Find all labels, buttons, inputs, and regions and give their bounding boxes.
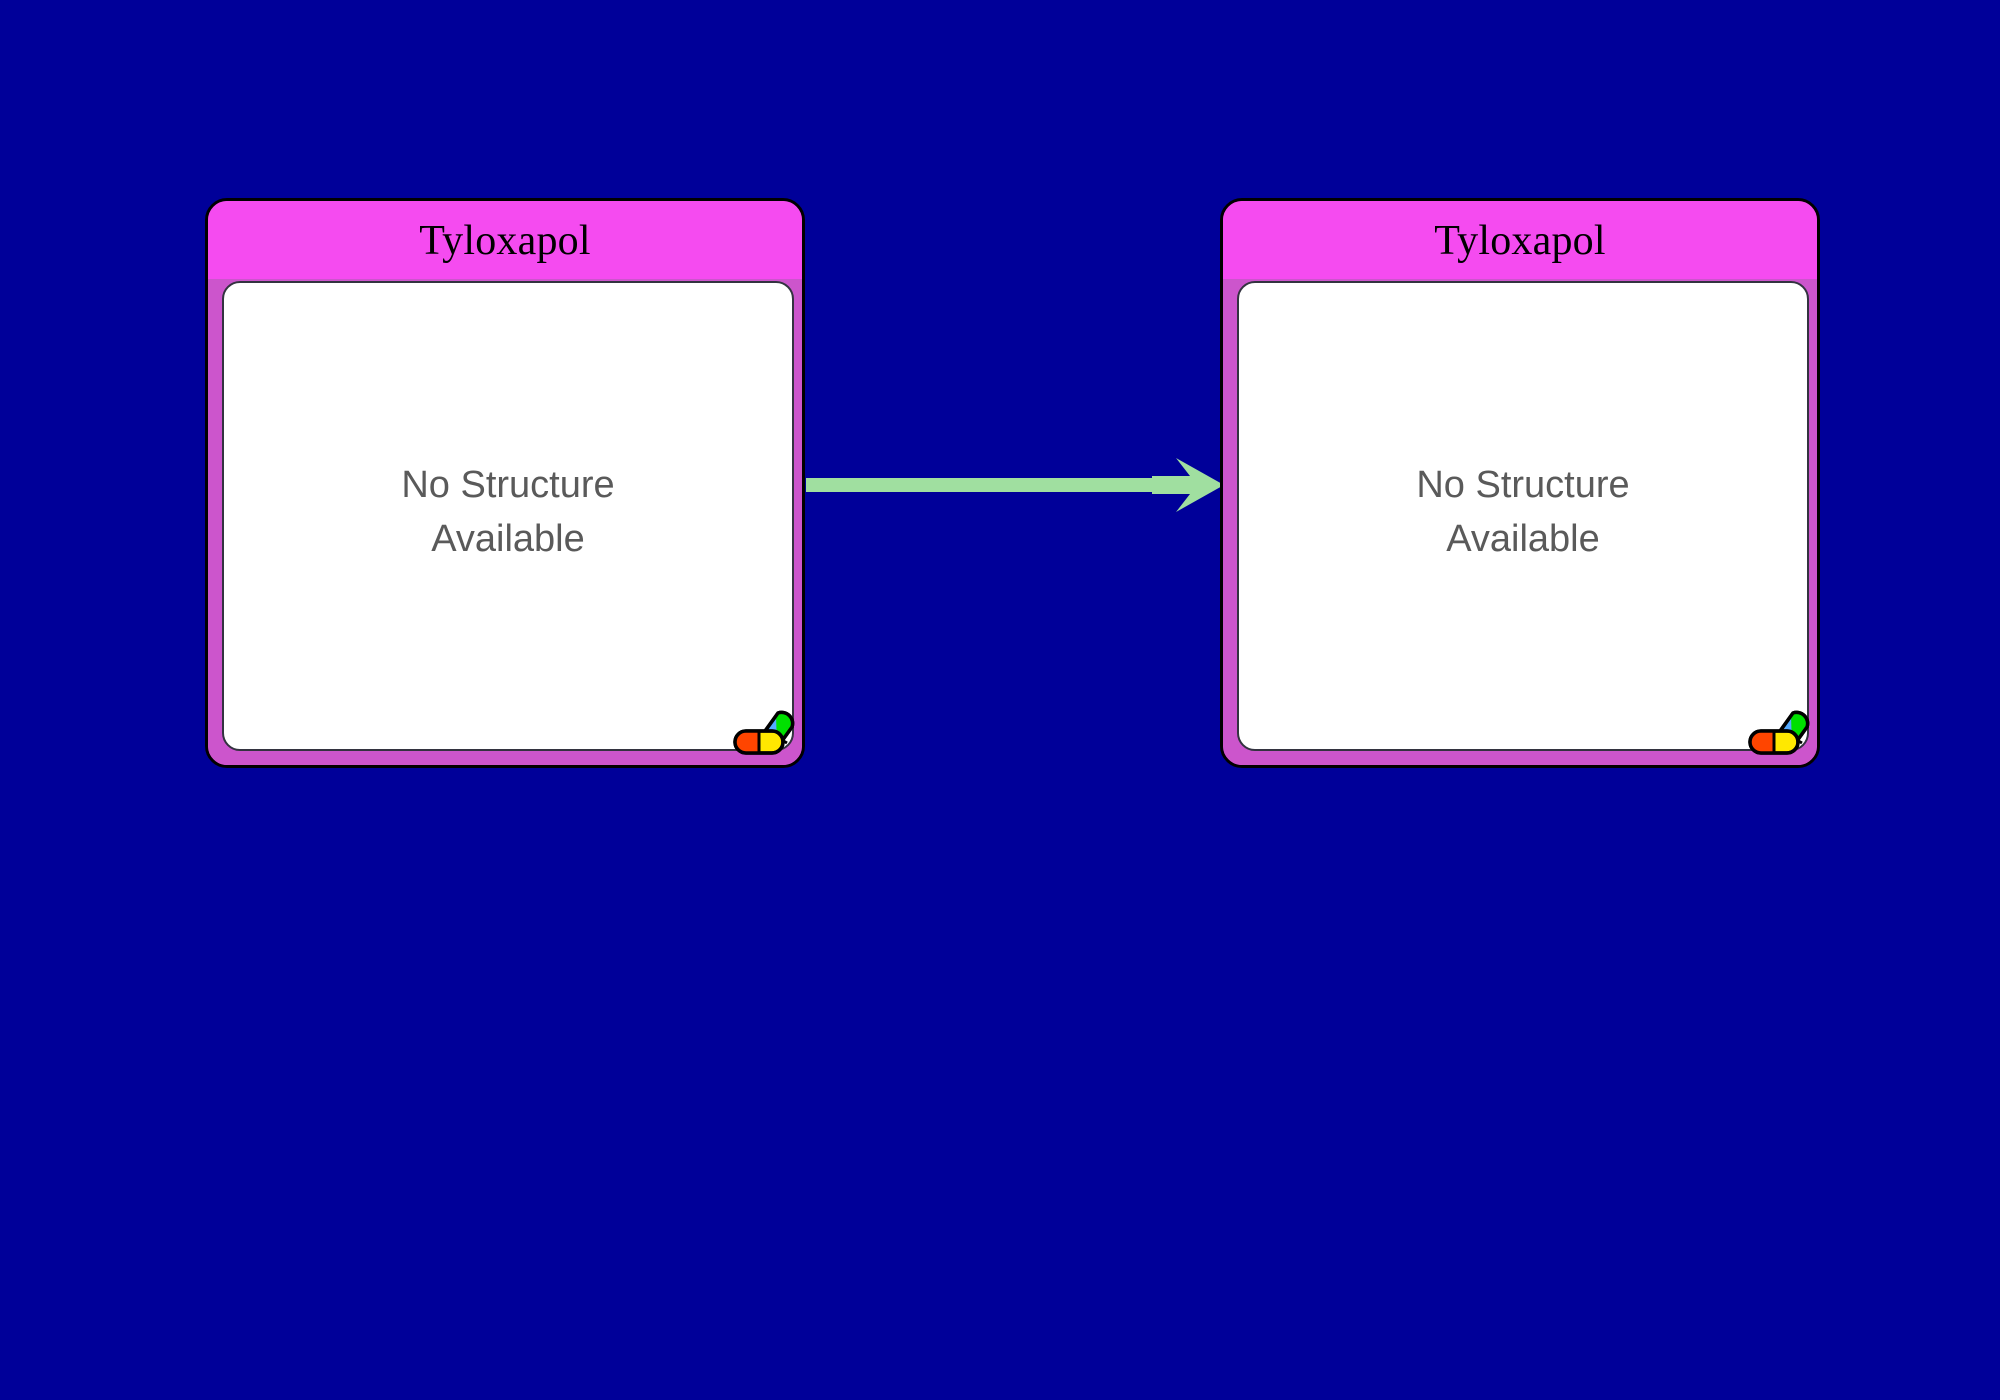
structure-placeholder-text-left: No Structure Available [401,464,615,560]
edge-arrow-left-to-right[interactable] [806,450,1226,520]
horizontal-capsule [733,729,785,755]
card-title-right: Tyloxapol [1434,218,1606,264]
arrow-shaft-and-head [806,458,1224,512]
structure-placeholder-text-right: No Structure Available [1416,464,1630,560]
card-title-left: Tyloxapol [419,218,591,264]
pill-capsules-icon-right[interactable] [1745,701,1815,757]
horizontal-capsule [1748,729,1800,755]
compound-card-left[interactable]: Tyloxapol No Structure Available [205,198,805,768]
pill-capsules-icon-left[interactable] [730,701,800,757]
compound-card-right[interactable]: Tyloxapol No Structure Available [1220,198,1820,768]
structure-panel-right: No Structure Available [1237,281,1809,751]
structure-panel-left: No Structure Available [222,281,794,751]
